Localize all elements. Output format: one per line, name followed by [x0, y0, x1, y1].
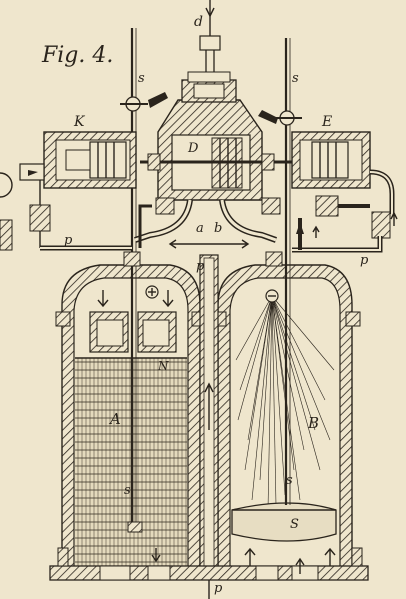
arrow-up-icon: [244, 547, 256, 568]
spray-lines: [235, 295, 335, 511]
label-d: d: [194, 14, 203, 30]
label-s-right-top: s: [292, 71, 299, 86]
arrow-down-icon: [97, 290, 109, 308]
arrow-double-icon: [168, 239, 250, 249]
label-b: b: [214, 221, 222, 236]
label-n: N: [157, 359, 169, 373]
arrow-up-icon: [324, 547, 336, 568]
label-k: K: [73, 114, 86, 130]
center-pipe: [199, 254, 219, 599]
label-p-left: p: [64, 233, 73, 248]
label-s-left-top: s: [138, 71, 145, 86]
label-s-left-low: s: [124, 483, 131, 498]
engine-d: [134, 0, 292, 249]
label-e: E: [321, 114, 332, 130]
label-s-float: S: [290, 517, 299, 532]
label-d-engine: D: [187, 141, 199, 156]
label-s-right-low: s: [286, 473, 293, 488]
cylinder-e: [291, 131, 398, 239]
arrow-down-icon: [162, 290, 174, 308]
rod-left: [120, 28, 168, 533]
arrow-up-icon: [204, 382, 214, 430]
float-s: [231, 502, 337, 542]
label-a-tank: A: [108, 410, 121, 428]
figure-title: Fig. 4.: [41, 43, 113, 68]
label-p-center: p: [196, 259, 205, 274]
label-p-right: p: [360, 253, 369, 268]
label-p-bottom: p: [214, 581, 223, 596]
label-a: a: [196, 221, 204, 236]
rod-right: [258, 38, 302, 505]
tank-a: [55, 264, 207, 576]
base-plate: [49, 547, 369, 581]
pipe-p: [40, 195, 383, 267]
cylinder-k: [0, 131, 137, 251]
label-b-tank: B: [307, 414, 319, 432]
